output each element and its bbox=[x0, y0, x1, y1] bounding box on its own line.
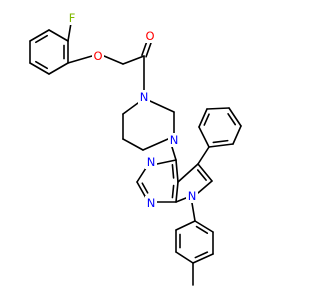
pyr-n7-c7a bbox=[175, 197, 187, 203]
molecule-structure-diagram: F O O N N N N N bbox=[29, 11, 242, 286]
n-c4-bond bbox=[171, 146, 177, 161]
fluorine-label: F bbox=[69, 11, 76, 25]
fluorophenyl-bond-3 bbox=[29, 62, 50, 75]
phenyl-bond-2-inner bbox=[227, 113, 237, 126]
phenyl-bond-5 bbox=[198, 126, 210, 148]
phenyl-bond-4-inner bbox=[203, 113, 210, 126]
atom-labels: F O O N N N N N bbox=[66, 11, 198, 210]
phenyl-bond-1 bbox=[232, 125, 242, 145]
ch2-carbonyl-bond bbox=[122, 55, 145, 65]
piperazine-n1-label: N bbox=[140, 90, 149, 104]
phenyl-bond-4 bbox=[198, 108, 208, 128]
phenyl-bond-0 bbox=[208, 143, 234, 148]
pym-c2-n1-inner bbox=[141, 182, 149, 194]
pyr-c5-c6-inner bbox=[196, 169, 207, 181]
pyrimidine-n1-label: N bbox=[147, 196, 156, 210]
carbonyl-oxygen-atom: O bbox=[144, 29, 156, 43]
carbonyl-oxygen-label: O bbox=[145, 29, 154, 43]
pip-bond-6 bbox=[149, 100, 175, 113]
pyrrole-n7-atom: N bbox=[186, 189, 198, 203]
pip-bond-3 bbox=[122, 138, 144, 151]
phenyl-bond-2 bbox=[228, 107, 242, 127]
pyr-c4a-c5 bbox=[177, 163, 199, 183]
tolyl-bond-2-inner bbox=[194, 251, 209, 259]
pym-c2-n1 bbox=[136, 181, 147, 199]
c5-phenyl-bond bbox=[197, 146, 210, 165]
fluorophenyl-bond-2 bbox=[48, 62, 69, 75]
pip-bond-1 bbox=[122, 102, 139, 115]
pyrrole-n7-label: N bbox=[188, 189, 197, 203]
phenyl-bond-0-inner bbox=[212, 139, 229, 144]
pym-c4-n3 bbox=[156, 159, 177, 165]
pym-c4a-c4 bbox=[175, 159, 179, 183]
carbonyl-double-bond-2 bbox=[141, 40, 148, 57]
pip-bond-4 bbox=[142, 138, 169, 151]
phenyl-bond-3 bbox=[206, 107, 230, 110]
pyr-c6-n7 bbox=[197, 180, 213, 194]
fluorophenyl-bond-5-inner bbox=[35, 34, 49, 44]
tolyl-bond-0 bbox=[194, 220, 214, 233]
ether-oxygen-atom: O bbox=[92, 49, 104, 63]
pyrimidine-n3-label: N bbox=[147, 155, 156, 169]
piperazine-n4-atom: N bbox=[168, 133, 180, 147]
fluorophenyl-bond-5 bbox=[29, 29, 50, 42]
piperazine-n4-label: N bbox=[170, 133, 179, 147]
pyrimidine-n1-atom: N bbox=[145, 196, 157, 210]
c-o-ether-bond bbox=[67, 55, 93, 64]
carbonyl-double-bond bbox=[145, 41, 152, 58]
pym-c7a-c4a-inner bbox=[171, 184, 175, 199]
n7-tolyl-bond bbox=[191, 202, 196, 222]
tolyl-bond-2 bbox=[192, 253, 214, 264]
tolyl-bond-3 bbox=[175, 251, 194, 264]
pym-n3-c2 bbox=[136, 167, 147, 183]
c-f-bond bbox=[67, 22, 72, 42]
tolyl-bond-5 bbox=[175, 220, 196, 231]
o-ch2-bond bbox=[103, 55, 124, 65]
piperazine-n1-atom: N bbox=[138, 90, 150, 104]
fluorophenyl-bond-0 bbox=[48, 29, 69, 42]
tolyl-bond-0-inner bbox=[195, 225, 209, 235]
fluorine-atom: F bbox=[66, 11, 78, 25]
pym-c7a-c4a bbox=[175, 181, 179, 203]
fluorophenyl-bond-3-inner bbox=[35, 60, 49, 70]
pyrimidine-n3-atom: N bbox=[145, 155, 157, 169]
ether-oxygen-label: O bbox=[93, 49, 102, 63]
bonds bbox=[29, 22, 242, 286]
pyr-c5-c6 bbox=[197, 163, 213, 182]
pym-c4a-c4-inner bbox=[171, 163, 175, 179]
